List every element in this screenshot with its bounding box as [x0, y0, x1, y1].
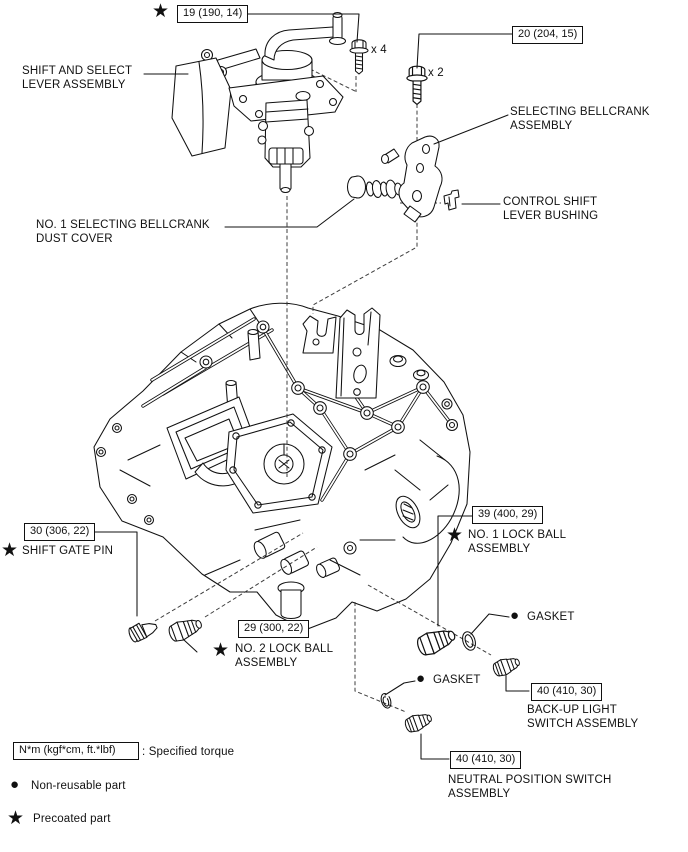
label-no1-selecting-bellcrank-dust-cover: NO. 1 SELECTING BELLCRANK DUST COVER [36, 219, 210, 245]
label-shift-select-lever: SHIFT AND SELECT LEVER ASSEMBLY [22, 65, 133, 91]
dust-cover-drawing [346, 175, 367, 199]
bolt-x2-drawing [406, 65, 428, 106]
legend-precoated: Precoated part [33, 813, 111, 825]
bolt-x4-drawing [349, 39, 369, 75]
backup-switch-drawing [492, 658, 520, 677]
precoated-star-icon: ★ [212, 640, 230, 661]
no2-lock-ball-drawing [168, 619, 202, 642]
torque-spec-box-20: 20 (204, 15) [512, 26, 584, 44]
label-shift-gate-pin: SHIFT GATE PIN [22, 545, 114, 557]
label-no2-lock-ball: NO. 2 LOCK BALL ASSEMBLY [235, 643, 334, 669]
precoated-star-icon: ★ [7, 808, 25, 829]
transaxle-case-drawing [93, 302, 471, 631]
rear-bracket [302, 315, 337, 354]
shift-gate-pin-drawing [128, 622, 158, 643]
precoated-star-icon: ★ [152, 1, 170, 22]
control-shift-lever-bushing-drawing [443, 189, 460, 211]
torque-spec-box-40-backup: 40 (410, 30) [531, 683, 603, 701]
precoated-star-icon: ★ [446, 525, 464, 546]
leader-lines [91, 13, 530, 760]
torque-spec-box-19: 19 (190, 14) [177, 5, 249, 23]
gasket-upper-drawing [462, 631, 476, 651]
label-gasket-lower: GASKET [433, 674, 481, 686]
shift-select-lever-drawing [171, 11, 347, 194]
label-backup-light-switch: BACK-UP LIGHT SWITCH ASSEMBLY [527, 704, 639, 730]
torque-spec-box-40-neutral: 40 (410, 30) [450, 751, 522, 769]
legend-torque-desc: : Specified torque [142, 746, 235, 758]
selecting-bellcrank-drawing [365, 135, 443, 223]
label-bolt-qty-x2: x 2 [428, 67, 444, 79]
gasket-lower-drawing [380, 693, 392, 709]
label-selecting-bellcrank: SELECTING BELLCRANK ASSEMBLY [510, 106, 650, 132]
torque-spec-box-39: 39 (400, 29) [472, 506, 544, 524]
legend-non-reusable: Non-reusable part [31, 780, 126, 792]
torque-spec-box-30: 30 (306, 22) [24, 523, 96, 541]
non-reusable-dot-icon: ● [510, 607, 520, 624]
label-control-shift-lever-bushing: CONTROL SHIFT LEVER BUSHING [503, 196, 599, 222]
assembly-dashed-lines [154, 68, 492, 713]
torque-spec-box-29: 29 (300, 22) [238, 620, 310, 638]
precoated-star-icon: ★ [1, 540, 19, 561]
neutral-switch-drawing [404, 714, 432, 733]
front-bracket [335, 307, 381, 399]
label-no1-lock-ball: NO. 1 LOCK BALL ASSEMBLY [468, 529, 567, 555]
non-reusable-dot-icon: ● [416, 670, 426, 687]
label-gasket-upper: GASKET [527, 611, 575, 623]
label-bolt-qty-x4: x 4 [371, 44, 387, 56]
legend-torque-unit-box: N*m (kgf*cm, ft.*lbf) [13, 742, 139, 760]
non-reusable-dot-icon: ● [10, 776, 20, 793]
no1-lock-ball-drawing [417, 630, 456, 656]
label-neutral-position-switch: NEUTRAL POSITION SWITCH ASSEMBLY [448, 774, 612, 800]
